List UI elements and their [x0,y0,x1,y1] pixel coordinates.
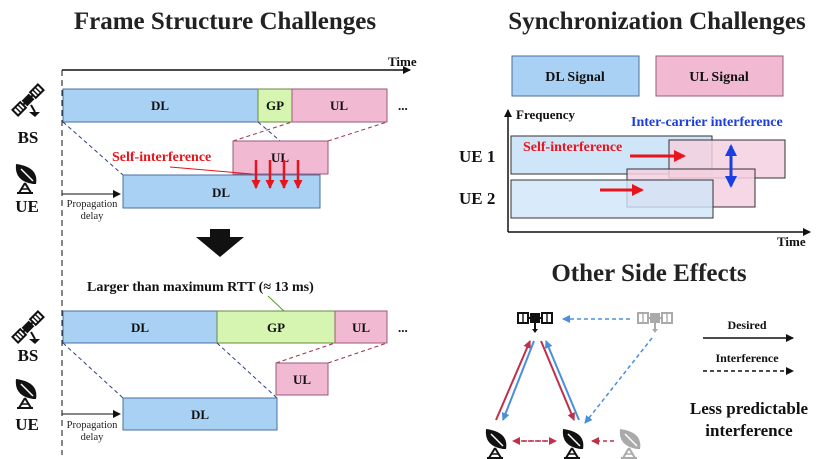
ul-propagation-line [232,121,293,142]
legend-dl-label: DL Signal [545,70,605,85]
ue-dish-left-icon [484,428,508,459]
legend-ul-label: UL Signal [689,70,749,85]
sync-self-interference-label: Self-interference [523,140,622,155]
dl-propagation-line-end-bottom [216,342,278,399]
satellite-bs-icon [11,83,45,118]
desired-uplink-left [495,340,531,421]
bs-dl-label-bottom: DL [131,320,149,335]
down-arrow-icon [196,229,244,257]
ue-dish-neighbor-icon [618,428,642,459]
ul-propagation-line-end [327,121,388,142]
bs-dl-slot-bottom [62,310,218,344]
ue-ul-slot-bottom [275,362,329,396]
less-predictable-line1: Less predictable [690,399,809,418]
ue-dish-icon-bottom [14,378,38,409]
ici-label: Inter-carrier interference [631,115,783,130]
bs-gp-label: GP [266,98,284,113]
propagation-delay-line2-bottom: delay [81,432,104,443]
ue2-label: UE 2 [459,189,495,208]
self-interference-arrows [251,160,303,189]
bs-dl-label: DL [151,98,169,113]
bs-ellipsis: ... [398,98,408,113]
ue-dl-label-bottom: DL [191,407,209,422]
legend-desired-label: Desired [727,318,766,332]
bs-ul-label-bottom: UL [352,320,370,335]
ue-label: UE [15,197,39,216]
self-interference-pointer [169,166,253,175]
bs-gp-label-bottom: GP [267,320,285,335]
time-axis-label: Time [388,54,417,69]
ue-dl-slot-bottom [122,397,278,431]
ul-propagation-line-bottom [275,342,336,364]
satellite-serving-icon [517,312,553,334]
satellite-neighbor-icon [637,312,673,334]
desired-downlink-left [501,340,535,421]
less-predictable-line2: interference [705,421,793,440]
desired-uplink-right [540,340,575,421]
ue-ul-label: UL [271,150,289,165]
propagation-delay-line2: delay [81,211,104,222]
ue-ul-label-bottom: UL [293,372,311,387]
ue-ul-slot [232,140,329,175]
bs-ul-label: UL [330,98,348,113]
frame-structure-title: Frame Structure Challenges [74,8,377,35]
propagation-delay-line1: Propagation [67,199,118,210]
rtt-note-pointer [267,295,286,313]
bs-ellipsis-bottom: ... [398,320,408,335]
sync-time-axis-label: Time [777,234,806,249]
legend-ul-box [655,55,784,97]
ue-dish-right-icon [561,428,585,459]
self-interference-label: Self-interference [112,150,211,165]
bs-ul-slot [291,88,388,123]
bs-dl-slot [62,88,259,123]
ue-label-bottom: UE [15,415,39,434]
ul-propagation-line-end-bottom [327,342,388,364]
bs-label-bottom: BS [18,346,39,365]
legend-dl-box [511,55,640,97]
other-effects-title: Other Side Effects [551,260,747,287]
dl-propagation-line-bottom [62,342,124,399]
desired-downlink-right [545,340,580,421]
sync-title: Synchronization Challenges [508,8,806,35]
ue-dl-label: DL [212,185,230,200]
propagation-delay-line1-bottom: Propagation [67,420,118,431]
ue-dish-icon [14,163,38,194]
frequency-axis-label: Frequency [516,107,575,122]
bs-label: BS [18,128,39,147]
bs-ul-slot-bottom [334,310,388,344]
ue2-dl-band [510,179,714,219]
interference-link-neighbor [584,337,653,424]
bs-gp-slot-bottom [216,310,336,344]
rtt-note: Larger than maximum RTT (≈ 13 ms) [87,280,314,295]
ue1-label: UE 1 [459,147,495,166]
dl-propagation-line [62,121,124,176]
legend-interference-label: Interference [715,351,779,365]
satellite-bs-icon-bottom [11,310,45,345]
